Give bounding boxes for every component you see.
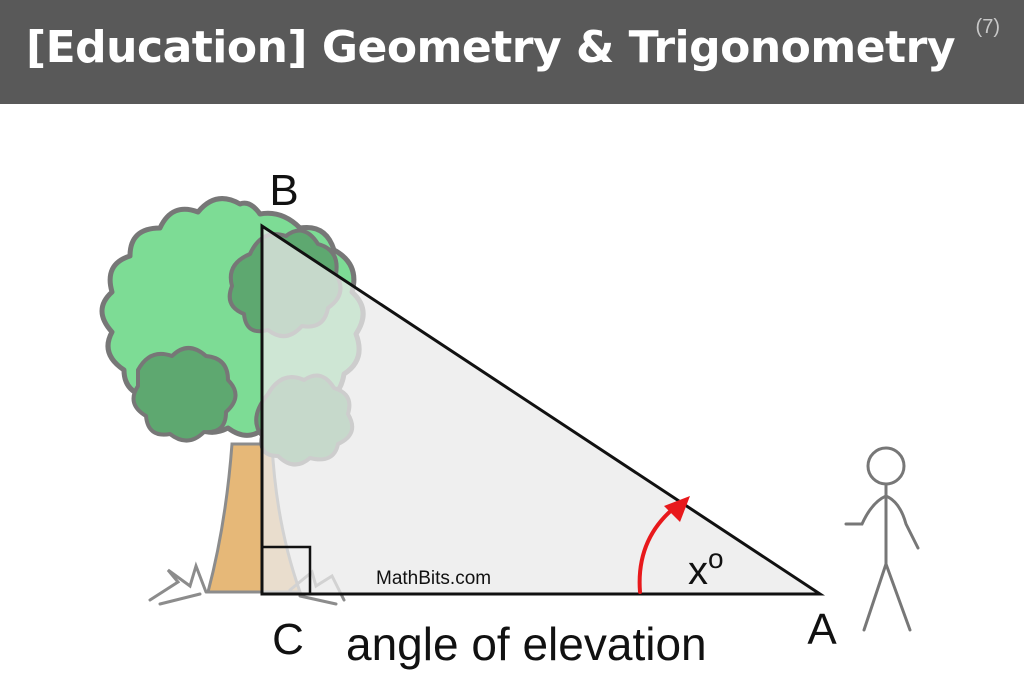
watermark: MathBits.com xyxy=(376,568,491,589)
right-triangle xyxy=(260,223,825,596)
slide-header: [Education] Geometry & Trigonometry (7) xyxy=(0,0,1024,104)
angle-variable: x xyxy=(688,549,708,593)
angle-label: xo xyxy=(688,543,724,593)
slide-number: (7) xyxy=(975,16,1000,38)
red-arrow-icon xyxy=(637,496,690,594)
slide-title: [Education] Geometry & Trigonometry xyxy=(26,22,956,73)
stick-figure-icon xyxy=(844,446,920,632)
vertex-label-b: B xyxy=(269,166,298,215)
angle-degree-mark: o xyxy=(708,543,724,574)
angle-of-elevation-diagram: B C A xo MathBits.com angle of elevation xyxy=(99,166,920,670)
diagram-caption: angle of elevation xyxy=(346,618,707,670)
vertex-label-c: C xyxy=(272,615,304,664)
vertex-label-a: A xyxy=(807,605,837,654)
right-angle-marker xyxy=(262,545,312,594)
